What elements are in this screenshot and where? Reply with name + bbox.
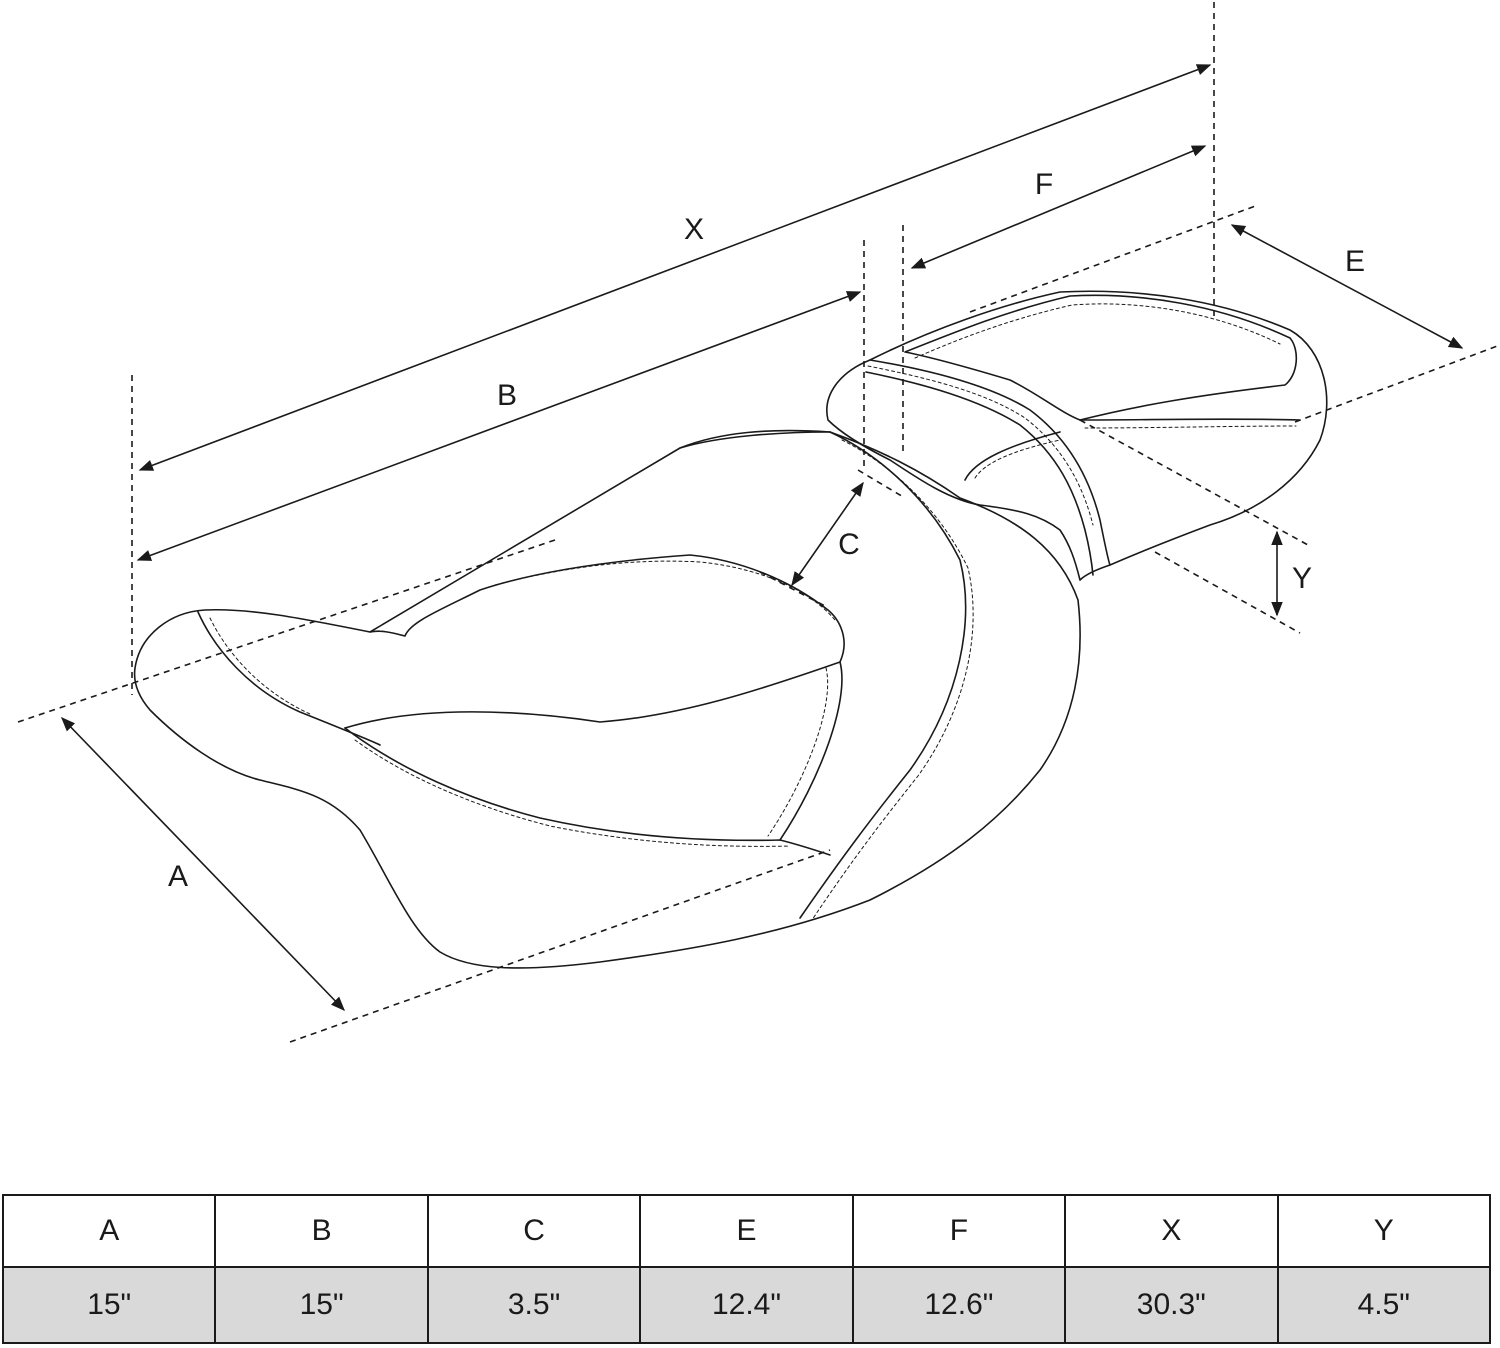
rider-side-stitch (354, 739, 791, 847)
passenger-pad-stitch (914, 303, 1281, 359)
value-cell-y: 4.5" (1276, 1266, 1492, 1344)
value-cell-b: 15" (214, 1266, 429, 1344)
value-cell-c: 3.5" (426, 1266, 642, 1344)
seat-dimension-diagram: X B F E C Y A (17, 2, 1500, 1043)
header-cell-a: A (1, 1194, 217, 1268)
label-f: F (1035, 168, 1053, 201)
rider-center-seam-stitch (767, 667, 829, 837)
rider-seat-outline (133, 429, 1081, 969)
rider-side-panel (344, 727, 831, 856)
dim-x-arrow (138, 64, 1212, 471)
label-x: X (684, 213, 704, 246)
value-cell-a: 15" (1, 1266, 217, 1344)
passenger-pad (904, 294, 1298, 421)
table-value-row: 15" 15" 3.5" 12.4" 12.6" 30.3" 4.5" (1, 1266, 1492, 1344)
header-cell-f: F (851, 1194, 1067, 1268)
header-cell-e: E (639, 1194, 854, 1268)
value-cell-x: 30.3" (1064, 1266, 1279, 1344)
passenger-bolster-stitch (867, 365, 1094, 526)
ref-passenger-height-bottom (1154, 551, 1301, 634)
header-cell-x: X (1064, 1194, 1279, 1268)
value-cell-e: 12.4" (639, 1266, 854, 1344)
header-cell-y: Y (1276, 1194, 1492, 1268)
passenger-bolster (869, 359, 1111, 566)
table-header-row: A B C E F X Y (1, 1194, 1492, 1268)
rider-pad (344, 554, 845, 729)
passenger-seat-outline (826, 290, 1328, 581)
passenger-side-stitch (1084, 425, 1297, 429)
value-cell-f: 12.6" (851, 1266, 1067, 1344)
ref-c-top (857, 469, 906, 499)
passenger-side-seam (1079, 418, 1301, 421)
ref-front-right-edge (289, 849, 831, 1043)
rider-pad-stitch (494, 560, 836, 621)
label-a: A (168, 860, 188, 893)
dim-f-arrow (910, 145, 1207, 269)
rider-gusset-stitch (811, 439, 974, 921)
label-e: E (1345, 245, 1365, 278)
dim-e-arrow (1230, 224, 1464, 349)
front-piping (197, 611, 381, 746)
label-y: Y (1292, 562, 1312, 595)
ref-passenger-rear-edge (1294, 344, 1500, 423)
label-c: C (838, 528, 860, 561)
dimension-arrows (60, 64, 1464, 1012)
motorcycle-seat-drawing (133, 290, 1328, 969)
rider-center-seam (779, 661, 843, 841)
front-piping-stitch (209, 617, 311, 715)
dimension-labels: X B F E C Y A (168, 168, 1365, 893)
header-cell-c: C (426, 1194, 642, 1268)
rider-gusset-piping (799, 431, 967, 919)
header-cell-b: B (214, 1194, 429, 1268)
dim-a-arrow (60, 716, 346, 1012)
dimension-table: A B C E F X Y 15" 15" 3.5" 12.4" 12.6" 3… (1, 1194, 1492, 1344)
passenger-bolster-inner (865, 371, 1094, 576)
ref-c-bottom (759, 571, 826, 607)
dim-c-arrow (791, 481, 864, 587)
label-b: B (497, 379, 517, 412)
ref-front-left-edge (17, 539, 556, 723)
dim-b-arrow (136, 291, 862, 561)
ref-passenger-height-top (1079, 419, 1309, 546)
